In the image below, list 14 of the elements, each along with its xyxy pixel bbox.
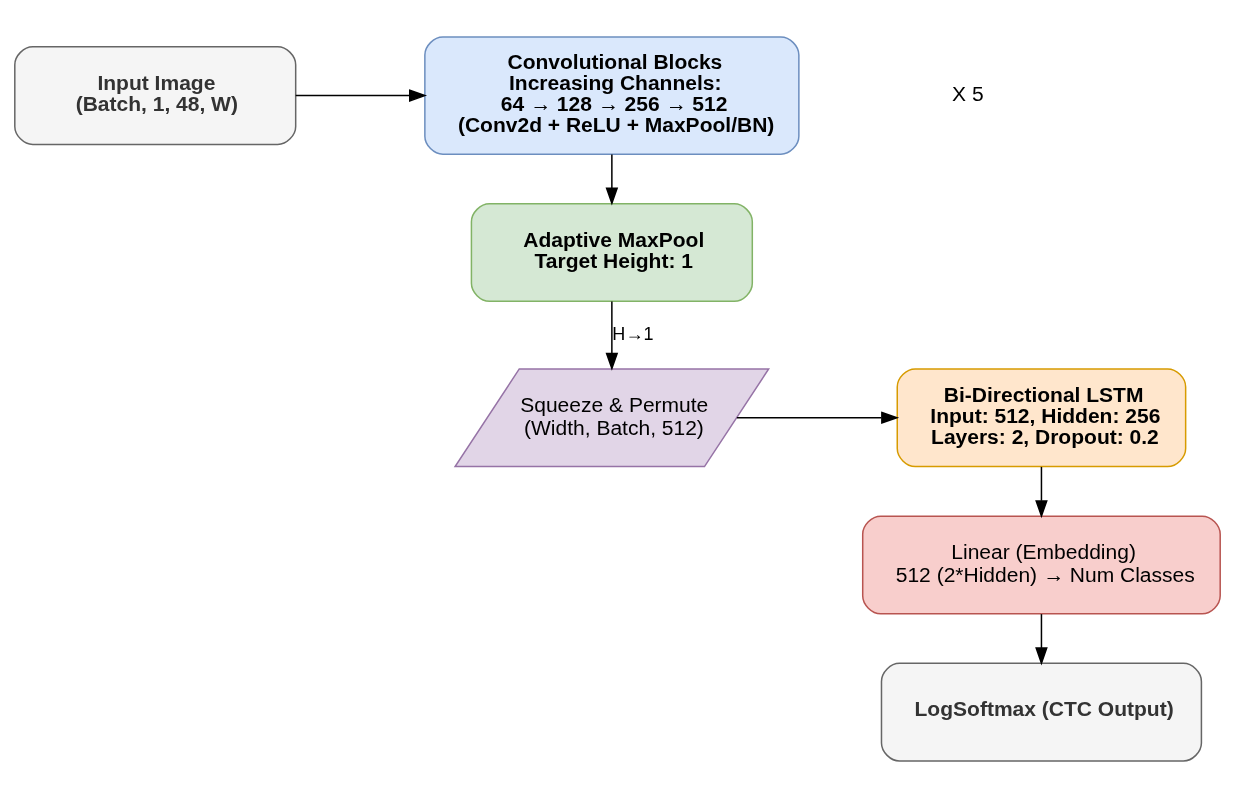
node-box: Adaptive MaxPool Target Height: 1 <box>470 202 754 302</box>
arrow <box>605 153 619 205</box>
arrow <box>605 300 619 371</box>
node-box: Input Image (Batch, 1, 48, W) <box>14 45 297 145</box>
node-box: Linear (Embedding) 512 (2*Hidden) → Num Classes <box>861 514 1221 615</box>
label: X 5 <box>952 81 984 105</box>
arrow <box>736 410 900 424</box>
node-box: Convolutional Blocks Increasing Channels: 64 → 128 → 256 → 512 (Conv2d + ReLU + MaxPool/BN) <box>424 35 800 155</box>
arrow <box>294 88 428 102</box>
arrow <box>1035 465 1048 518</box>
arrow <box>1035 612 1048 665</box>
edge-label: H→1 <box>612 323 654 344</box>
node-box: LogSoftmax (CTC Output) <box>880 662 1203 762</box>
node-box: Bi-Directional LSTM Input: 512, Hidden: 256 Layers: 2, Dropout: 0.2 <box>896 367 1187 467</box>
